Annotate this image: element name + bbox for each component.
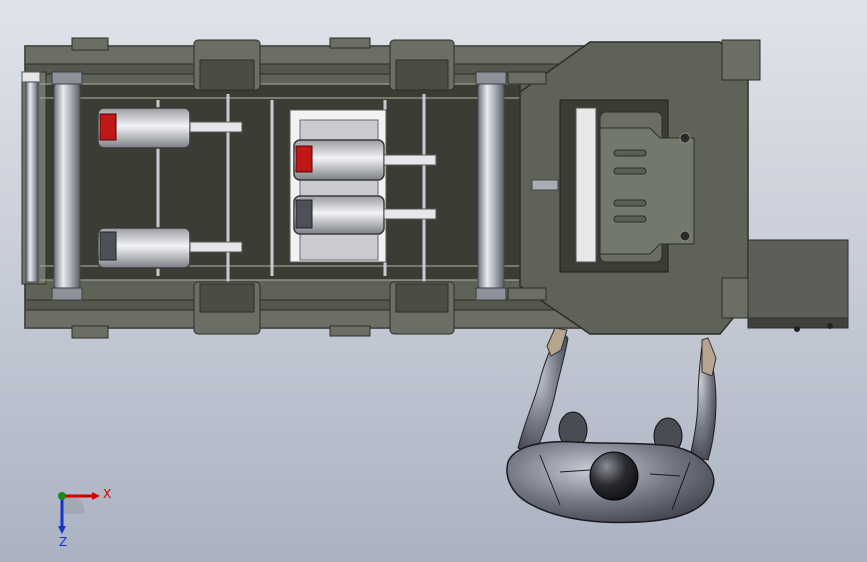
y-axis-dot [58,492,66,500]
axis-triad: X Z [58,487,111,549]
clamp-bottom-left[interactable] [97,227,243,269]
clamp-top-left[interactable] [97,107,243,149]
x-axis-label: X [103,487,111,501]
drive-housing[interactable] [507,39,761,335]
indicator-dark [295,199,313,229]
human-figure[interactable] [506,327,717,524]
indicator-red [99,113,117,141]
roller-right[interactable] [475,71,507,301]
conveyor-assembly[interactable] [21,37,849,339]
bearing-blocks [193,39,455,335]
indicator-red [295,145,313,173]
indicator-dark [99,231,117,261]
roller-left-end [25,81,39,283]
motor-box[interactable] [747,239,849,332]
helmet [589,451,639,501]
z-axis-label: Z [59,535,67,549]
end-cap-marker [21,71,41,83]
clamp-middle-bottom[interactable] [293,195,437,235]
right-hand [701,337,717,377]
roller-left[interactable] [51,71,83,301]
drive-shaft-stub [531,179,559,191]
left-hand [546,327,568,357]
clamp-middle-top[interactable] [293,139,437,181]
